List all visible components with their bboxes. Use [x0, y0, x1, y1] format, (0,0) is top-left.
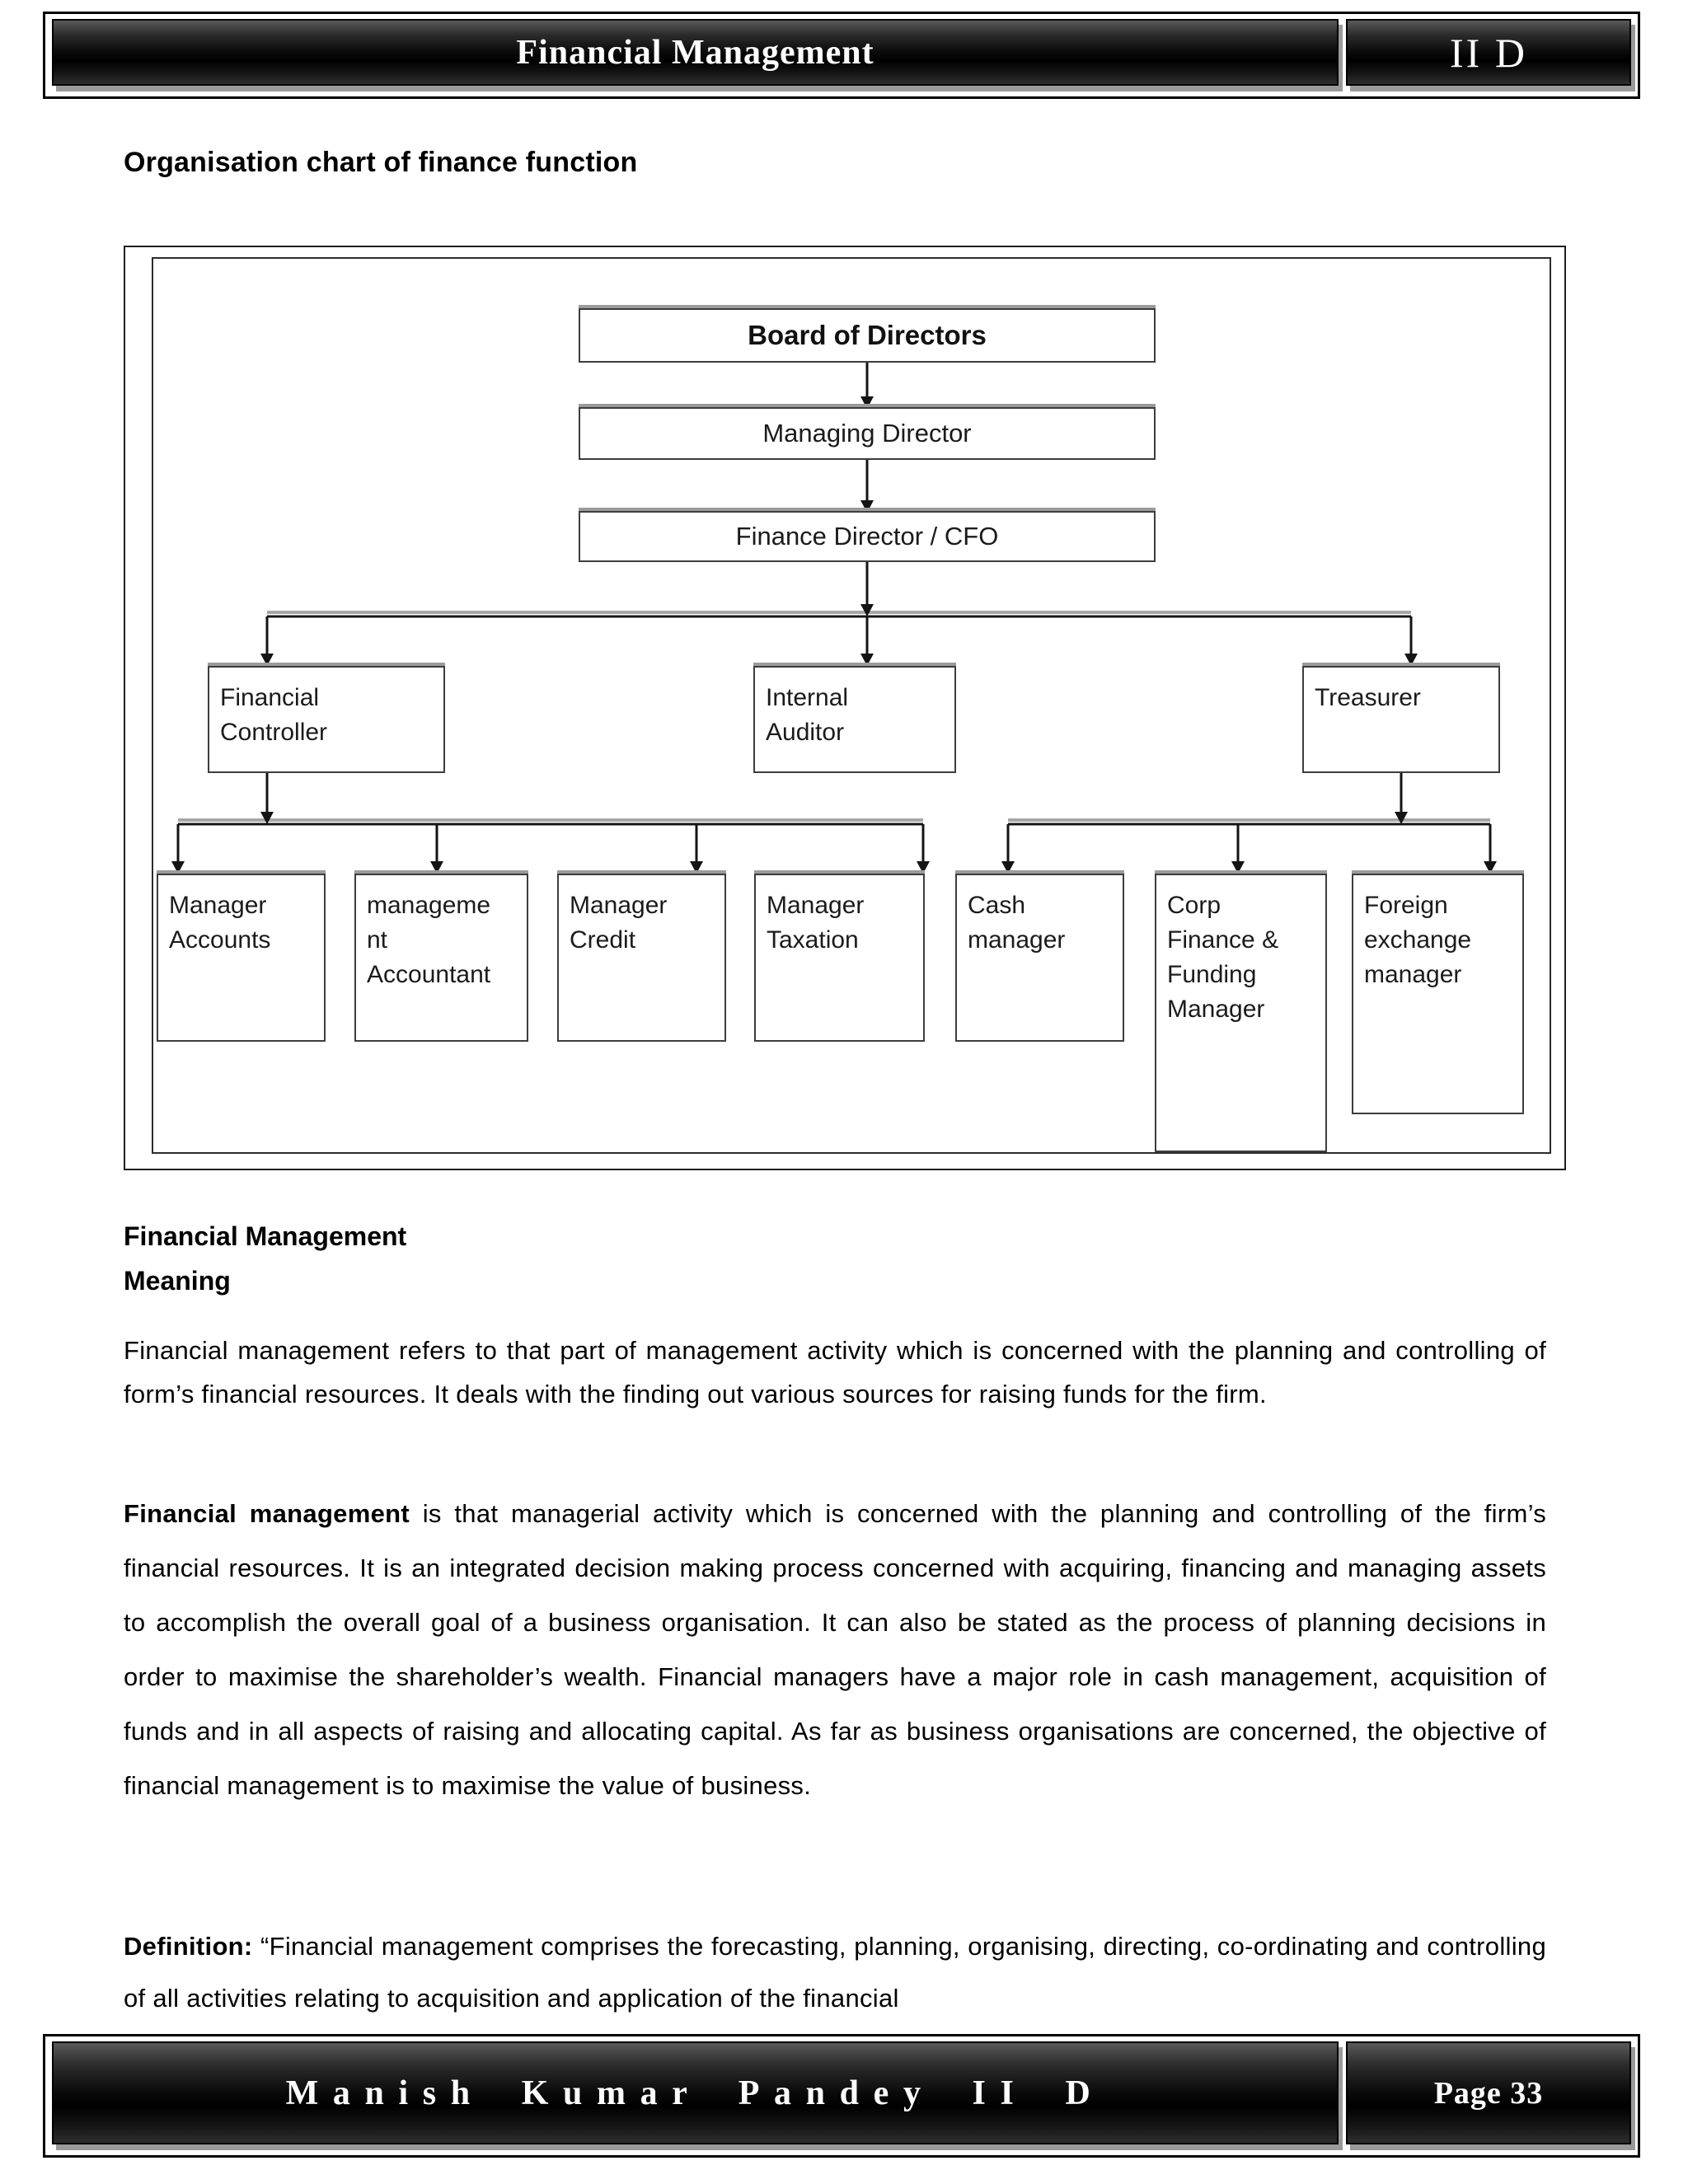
- paragraph-text: “Financial management comprises the fore…: [124, 1932, 1546, 2013]
- org-node-finance-director-cfo: Finance Director / CFO: [579, 511, 1156, 562]
- org-chart-inner-frame: [152, 257, 1551, 1154]
- paragraph-definition-quote: Definition: “Financial management compri…: [124, 1920, 1546, 2024]
- header-badge: II D: [1450, 29, 1527, 76]
- org-node-label: Finance Director / CFO: [735, 522, 999, 551]
- connector-lines: [171, 363, 1497, 874]
- org-node-board-of-directors: Board of Directors: [579, 308, 1156, 363]
- org-chart: Board of Directors Managing Director Fin…: [124, 246, 1566, 1170]
- paragraph-text: Financial management refers to that part…: [124, 1336, 1546, 1408]
- org-node-managing-director: Managing Director: [579, 407, 1156, 460]
- footer-page-number: Page 33: [1433, 2075, 1544, 2111]
- paragraph-fm-definition-body: Financial management is that managerial …: [124, 1487, 1546, 1813]
- footer-author: Manish Kumar Pandey II D: [285, 2074, 1105, 2112]
- footer-page-cell: Page 33: [1346, 2041, 1631, 2144]
- org-node-treasurer: Treasurer: [1302, 666, 1500, 773]
- header-badge-cell: II D: [1346, 19, 1631, 86]
- header-bar: Financial Management II D: [43, 12, 1640, 99]
- paragraph-lead-bold: Financial management: [124, 1499, 410, 1528]
- paragraph-lead-bold: Definition:: [124, 1932, 253, 1961]
- org-node-label: Board of Directors: [748, 320, 987, 350]
- header-title-cell: Financial Management: [52, 19, 1339, 86]
- footer-author-cell: Manish Kumar Pandey II D: [52, 2041, 1339, 2144]
- paragraph-text: is that managerial activity which is con…: [124, 1499, 1546, 1800]
- org-node-label: Managing Director: [762, 419, 972, 448]
- section-heading: Organisation chart of finance function: [124, 147, 638, 178]
- page-header-title: Financial Management: [516, 33, 874, 72]
- heading-financial-management: Financial Management: [124, 1221, 407, 1251]
- footer-bar: Manish Kumar Pandey II D Page 33: [43, 2034, 1640, 2158]
- heading-meaning: Meaning: [124, 1266, 231, 1296]
- paragraph-fm-refers: Financial management refers to that part…: [124, 1329, 1546, 1416]
